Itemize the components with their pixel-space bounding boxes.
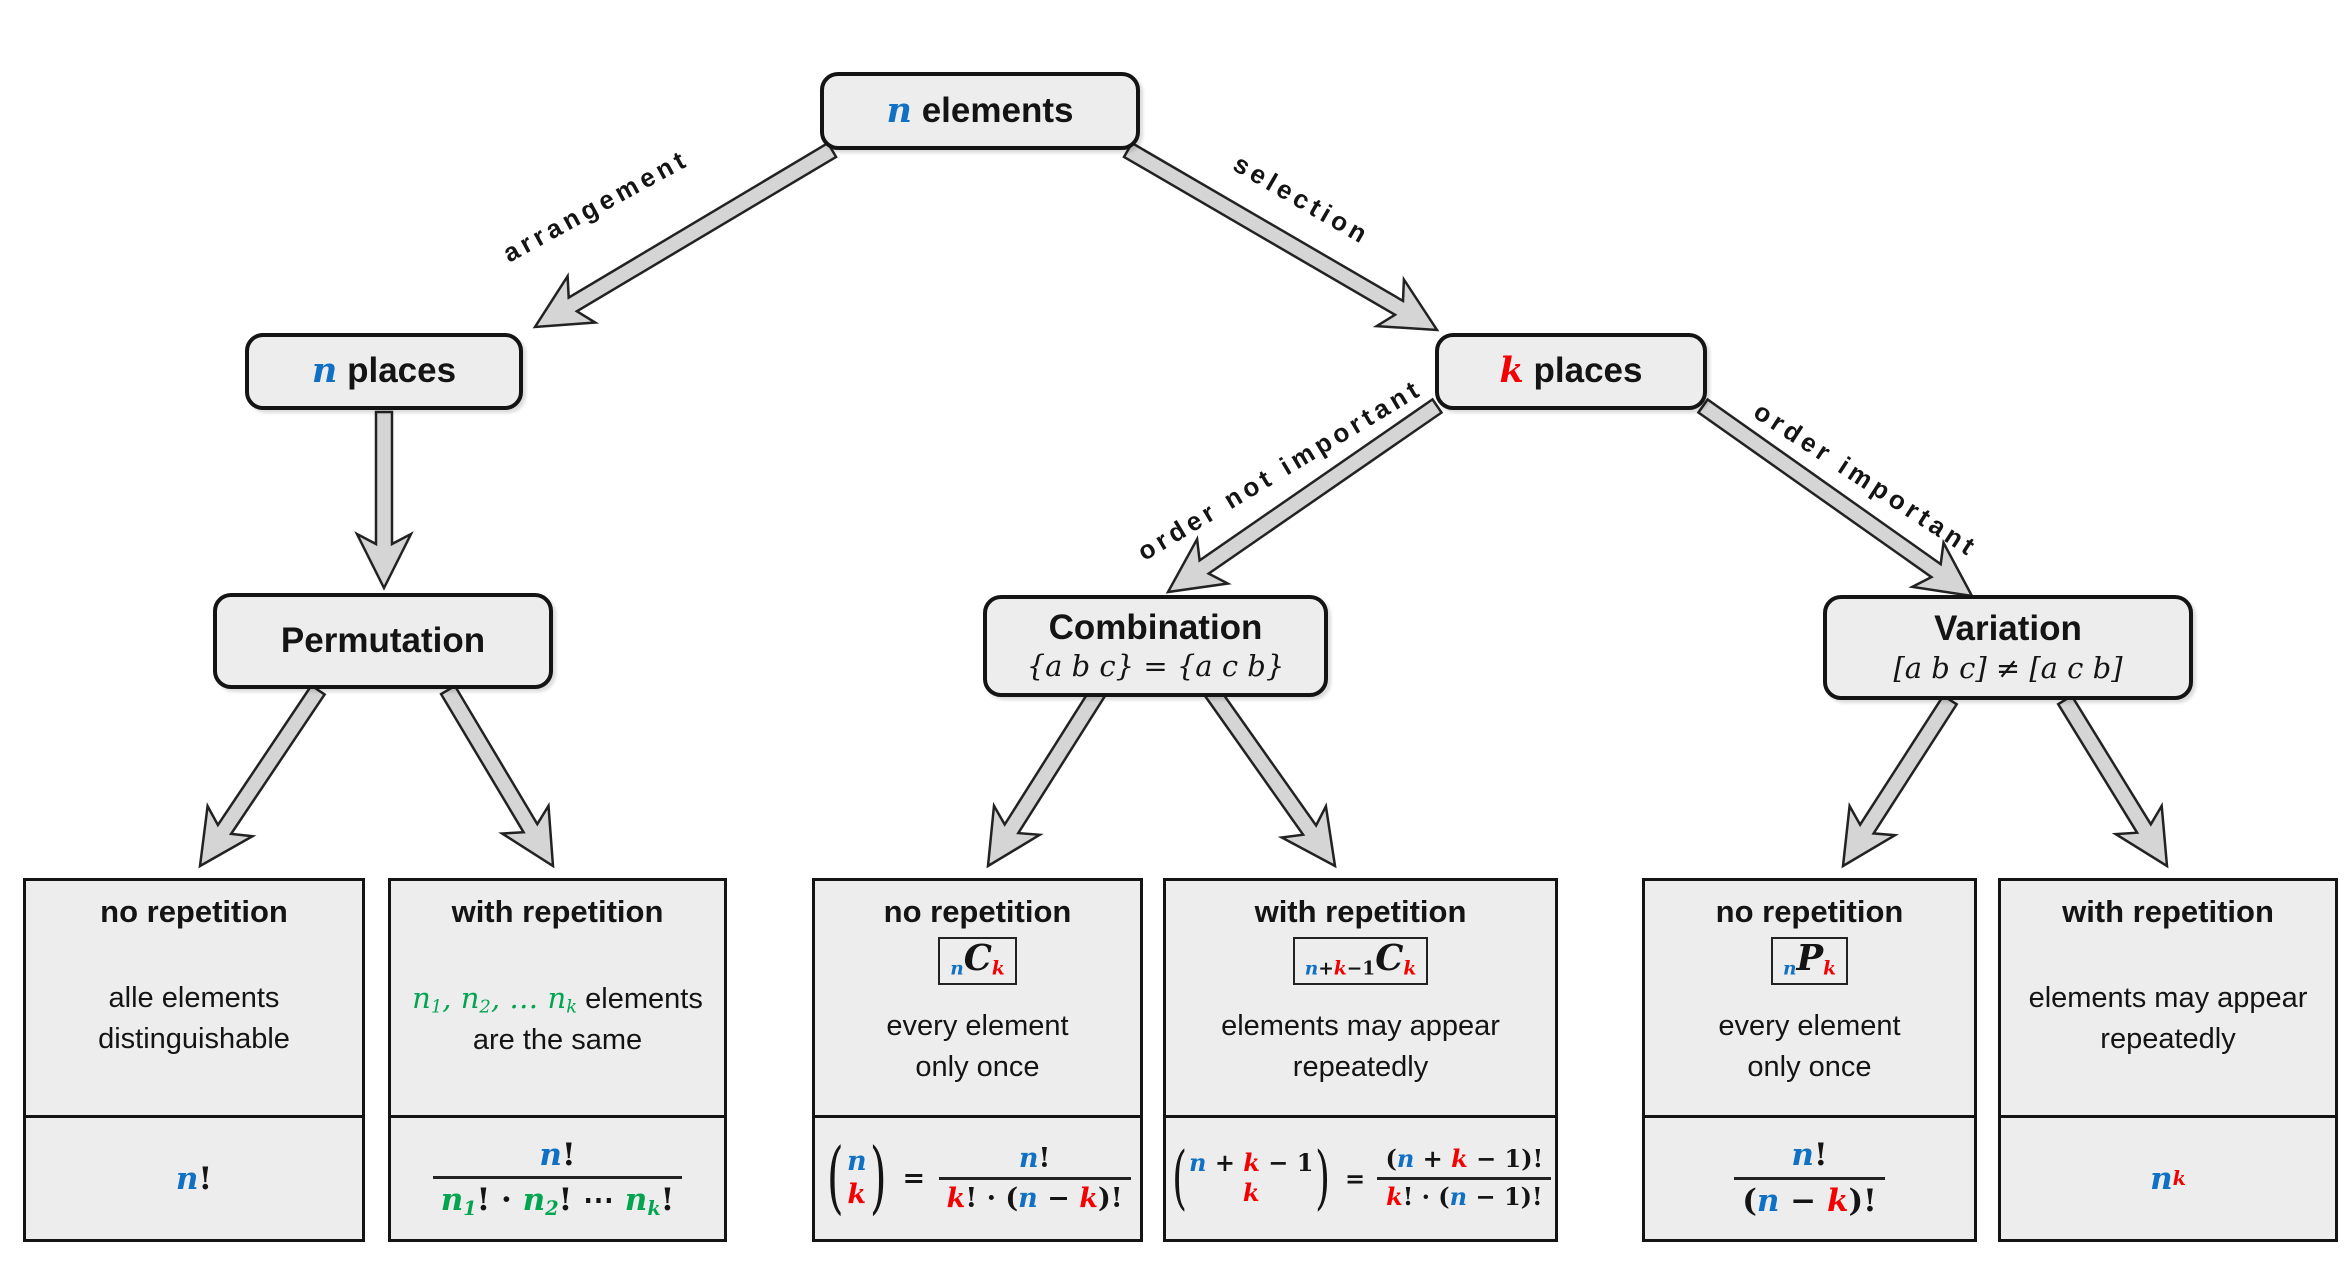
box-formula: n!: [26, 1115, 362, 1239]
box-heading: with repetition: [2062, 894, 2274, 929]
node-combination: Combination {a b c} = {a c b}: [983, 595, 1328, 697]
flow-arrow: [198, 683, 327, 869]
box-heading: no repetition: [100, 894, 288, 929]
node-subtitle: {a b c} = {a c b}: [1026, 649, 1285, 684]
flow-arrow: [532, 141, 838, 329]
box-heading: no repetition: [883, 894, 1072, 929]
node-variation: Variation [a b c] ≠ [a c b]: [1823, 595, 2193, 700]
flow-arrow: [354, 410, 414, 591]
node-label: n elements: [886, 89, 1074, 131]
node-n-elements: n elements: [820, 72, 1140, 150]
box-heading: with repetition: [1254, 894, 1467, 929]
box-heading: no repetition: [1715, 894, 1904, 929]
notation-badge-n+k-1Ck: n+k−1Ck: [1292, 937, 1429, 986]
flow-arrow: [1165, 397, 1444, 594]
node-label: n places: [311, 350, 457, 392]
notation-badge-nPk: nPk: [1770, 937, 1849, 986]
node-title: Variation: [1934, 609, 2082, 649]
flow-arrow: [1841, 693, 1959, 869]
flow-arrow: [439, 684, 555, 869]
notation-badge-nCk: nCk: [938, 937, 1017, 986]
node-permutation: Permutation: [213, 593, 553, 689]
box-heading: with repetition: [451, 894, 664, 929]
node-k-places: k places: [1435, 333, 1707, 410]
box-formula: n!n1! · n2! ⋯ nk!: [391, 1115, 724, 1239]
node-title: Combination: [1048, 607, 1263, 647]
node-title: Permutation: [280, 620, 486, 660]
flow-arrow: [1122, 141, 1440, 332]
node-label: k places: [1499, 350, 1643, 392]
flow-arrow: [1203, 685, 1337, 869]
node-subtitle: [a b c] ≠ [a c b]: [1893, 650, 2123, 685]
flow-arrow: [1696, 397, 1975, 598]
box-combination-with-repetition: with repetition n+k−1Ck elements may app…: [1163, 878, 1558, 1242]
flow-arrow: [986, 685, 1107, 869]
node-n-places: n places: [245, 333, 523, 410]
flow-arrow: [2056, 694, 2169, 869]
box-formula: n!(n − k)!: [1645, 1115, 1974, 1239]
